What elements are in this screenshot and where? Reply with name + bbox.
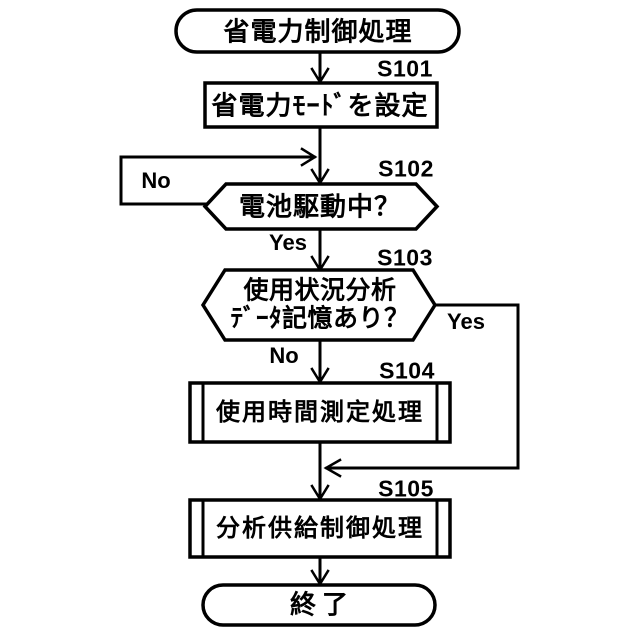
s105-step-number: S105: [378, 475, 434, 502]
s104-step-number: S104: [379, 357, 435, 384]
s102-decision-label: 電池駆動中？: [238, 191, 402, 222]
arrowhead-yes-merge: [323, 458, 342, 478]
arrowhead-no-loop: [300, 147, 318, 167]
loop-s102-no: [119, 155, 316, 206]
s102-yes-branch-label: Yes: [269, 229, 307, 255]
branch-s103-yes: [325, 303, 520, 470]
s103-yes-branch-label: Yes: [447, 308, 485, 334]
end-terminal-shape: [201, 583, 437, 627]
s103-step-number: S103: [377, 244, 433, 271]
s103-no-branch-label: No: [269, 342, 299, 368]
s103-decision-label: 使用状況分析 ﾃﾞｰﾀ記憶あり？: [230, 276, 410, 333]
s101-process-shape: [203, 81, 439, 129]
s101-process-label: 省電力ﾓｰﾄﾞを設定: [211, 90, 429, 121]
s103-label-line2: ﾃﾞｰﾀ記憶あり？: [230, 304, 410, 332]
s102-step-number: S102: [378, 155, 434, 182]
s104-subroutine-label: 使用時間測定処理: [216, 398, 424, 426]
s102-decision-shape: [202, 182, 440, 231]
s105-subroutine-label: 分析供給制御処理: [216, 514, 424, 542]
s103-label-line1: 使用状況分析: [243, 276, 397, 305]
start-terminal-shape: [174, 8, 461, 54]
s105-subroutine-shape: [188, 498, 452, 559]
s103-decision-shape: [200, 268, 438, 342]
end-terminal-label: 終了: [289, 589, 355, 620]
s101-step-number: S101: [377, 55, 433, 82]
start-terminal-label: 省電力制御処理: [223, 16, 413, 47]
s104-subroutine-shape: [188, 381, 452, 444]
s102-no-branch-label: No: [141, 167, 171, 193]
